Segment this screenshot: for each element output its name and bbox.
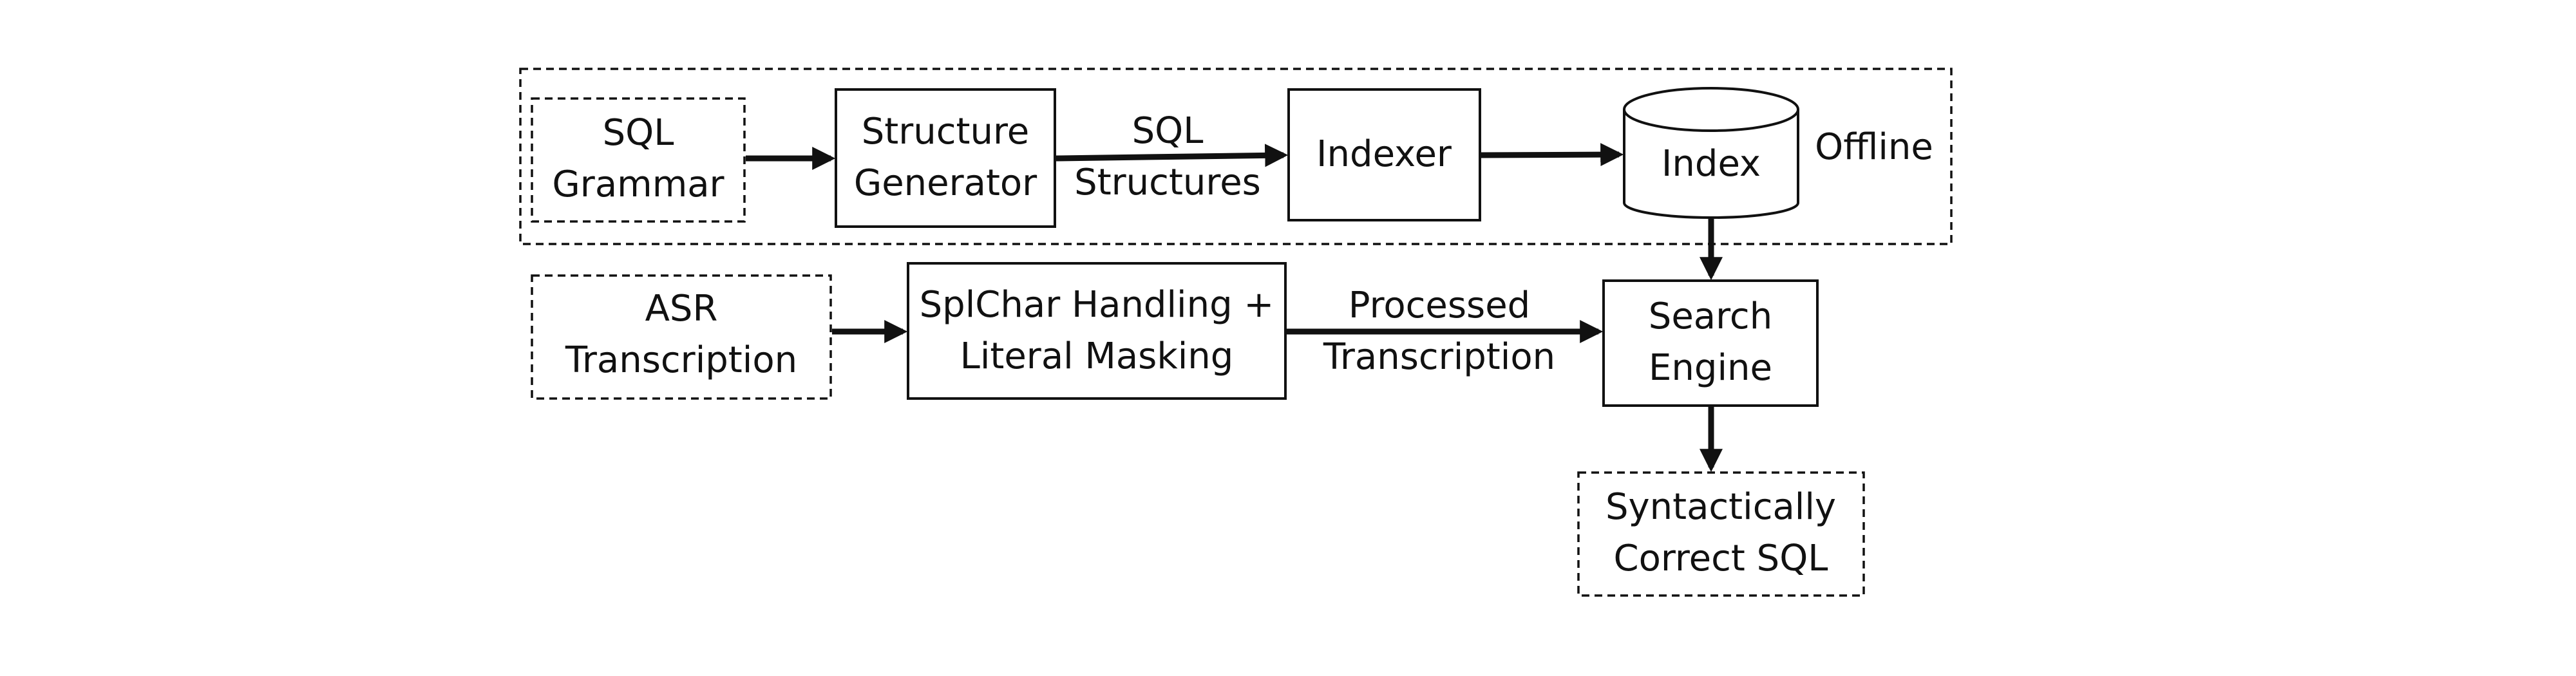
- splchar-handling-node: SplChar Handling + Literal Masking: [907, 262, 1287, 400]
- indexer-label: Indexer: [1316, 133, 1452, 175]
- indexer-node: Indexer: [1287, 88, 1481, 221]
- sql-grammar-node: SQL Grammar: [531, 97, 746, 223]
- structure-generator-node: Structure Generator: [835, 88, 1056, 228]
- splchar-handling-box: [907, 262, 1287, 400]
- asr-transcription-box: [531, 274, 832, 400]
- sql-structures-line1: SQL: [1132, 110, 1204, 152]
- syntactically-correct-sql-line2: Correct SQL: [1613, 538, 1828, 579]
- processed-transcription-line1: Processed: [1349, 285, 1530, 326]
- offline-group-border: [519, 68, 1953, 245]
- splchar-handling-line2: Literal Masking: [960, 335, 1234, 377]
- offline-group: Offline: [519, 68, 1953, 245]
- sql-structures-line2: Structures: [1074, 162, 1261, 203]
- index-label: Index: [1662, 143, 1761, 185]
- sql-grammar-line1: SQL: [603, 112, 674, 154]
- search-engine-line2: Engine: [1649, 347, 1772, 389]
- arrow-generator-to-indexer: [1056, 144, 1289, 167]
- processed-transcription-line2: Transcription: [1323, 336, 1555, 378]
- asr-transcription-line1: ASR: [645, 288, 718, 330]
- index-node: Index: [1623, 87, 1799, 219]
- index-cylinder-body: [1623, 109, 1799, 219]
- syntactically-correct-sql-box: [1577, 471, 1865, 597]
- sql-grammar-line2: Grammar: [552, 164, 724, 205]
- structure-generator-line2: Generator: [854, 162, 1037, 204]
- search-engine-line1: Search: [1649, 296, 1772, 337]
- structure-generator-box: [835, 88, 1056, 228]
- index-cylinder-top: [1623, 87, 1799, 132]
- asr-transcription-node: ASR Transcription: [531, 274, 832, 400]
- splchar-handling-line1: SplChar Handling +: [920, 284, 1274, 326]
- offline-group-label: Offline: [1815, 126, 1933, 168]
- edge-label-sql-structures: SQL Structures: [1074, 110, 1261, 203]
- syntactically-correct-sql-line1: Syntactically: [1605, 486, 1836, 528]
- syntactically-correct-sql-node: Syntactically Correct SQL: [1577, 471, 1865, 597]
- search-engine-box: [1602, 279, 1819, 407]
- search-engine-node: Search Engine: [1602, 279, 1819, 407]
- asr-transcription-line2: Transcription: [565, 339, 797, 381]
- edge-label-processed-transcription: Processed Transcription: [1323, 285, 1555, 378]
- indexer-box: [1287, 88, 1481, 221]
- structure-generator-line1: Structure: [862, 111, 1030, 153]
- sql-grammar-box: [531, 97, 746, 223]
